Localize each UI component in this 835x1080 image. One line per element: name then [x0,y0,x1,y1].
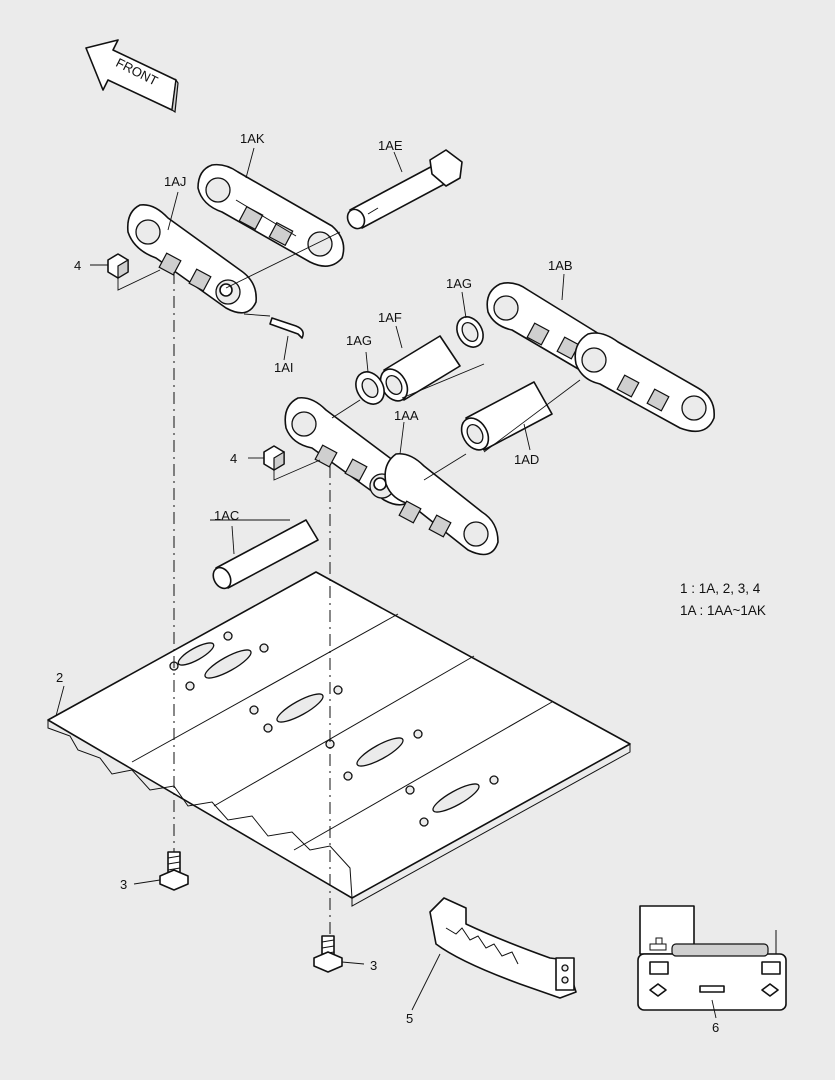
nut-4-lower [263,445,285,472]
callout-3-right: 3 [370,958,377,973]
callout-1ab: 1AB [548,258,573,273]
component-6 [637,905,787,1011]
callout-4-upper: 4 [74,258,81,273]
link-1ak [197,163,345,267]
callout-1aj: 1AJ [164,174,186,189]
legend-line-2: 1A : 1AA~1AK [680,603,766,618]
callout-1ad: 1AD [514,452,539,467]
bolt-3-left [159,851,189,891]
seal-1ag-upper [456,316,484,348]
callout-2: 2 [56,670,63,685]
bushing-1af [379,335,461,402]
leader-lines [55,147,717,1019]
shoe-holes [169,631,499,827]
callout-1aa: 1AA [394,408,419,423]
callout-1ae: 1AE [378,138,403,153]
callout-6: 6 [712,1020,719,1035]
callout-4-lower: 4 [230,451,237,466]
callout-1ak: 1AK [240,131,265,146]
pin-1ae [346,149,463,230]
callout-1ag-upper: 1AG [446,276,472,291]
link-1aa-pair [384,452,499,556]
callout-5: 5 [406,1011,413,1026]
callout-1ac: 1AC [214,508,239,523]
callout-1ag-lower: 1AG [346,333,372,348]
link-1aa [284,396,415,506]
track-guard-5 [429,897,577,999]
bolt-3-right [313,935,343,973]
pin-1ai [269,317,304,339]
nut-4-upper [107,253,129,280]
seal-1ag-lower [355,371,385,405]
front-direction-arrow-icon: FRONT [85,39,179,114]
legend-line-1: 1 : 1A, 2, 3, 4 [680,581,761,596]
link-1aj [126,203,257,314]
track-shoes-2 [47,571,631,907]
callout-3-left: 3 [120,877,127,892]
bushing-1ad [460,381,553,451]
link-1ab-pair [574,332,715,433]
pin-1ac [212,519,319,590]
callout-1ai: 1AI [274,360,294,375]
callout-1af: 1AF [378,310,402,325]
